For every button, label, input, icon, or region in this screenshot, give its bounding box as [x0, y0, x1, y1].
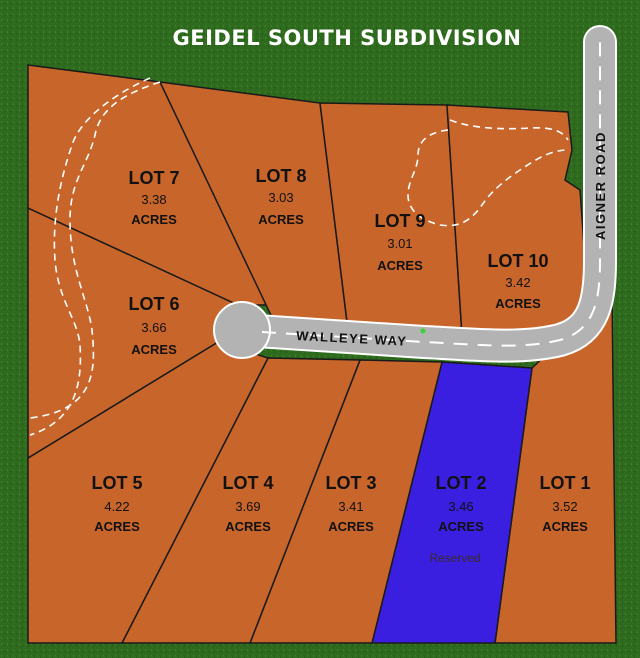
cul-de-sac — [213, 301, 271, 359]
lot-acreage: 3.46 — [448, 499, 473, 514]
lot-7-label: LOT 7 3.38 ACRES — [128, 168, 179, 227]
lot-acreage-unit: ACRES — [225, 519, 271, 534]
lot-6-easement-line — [29, 77, 151, 436]
lot-8-label: LOT 8 3.03 ACRES — [255, 166, 306, 227]
lot-acreage: 3.69 — [235, 499, 260, 514]
lot-7-easement-line — [29, 81, 161, 419]
lot-acreage: 3.42 — [505, 275, 530, 290]
road-centerline — [261, 42, 601, 347]
lot-acreage-unit: ACRES — [495, 296, 541, 311]
lot-name: LOT 1 — [539, 473, 590, 493]
lot-name: LOT 8 — [255, 166, 306, 186]
lot-acreage-unit: ACRES — [438, 519, 484, 534]
lot-10-label: LOT 10 3.42 ACRES — [487, 251, 548, 311]
survey-marker — [420, 328, 426, 334]
lot-4-label: LOT 4 3.69 ACRES — [222, 473, 273, 534]
lot-name: LOT 9 — [374, 211, 425, 231]
lot-5-label: LOT 5 4.22 ACRES — [91, 473, 142, 534]
lot-7-parcel[interactable] — [27, 64, 280, 306]
walleye-way-label: WALLEYE WAY — [296, 328, 408, 349]
lot-name: LOT 7 — [128, 168, 179, 188]
lot-acreage-unit: ACRES — [94, 519, 140, 534]
aigner-road-label: AIGNER ROAD — [593, 131, 608, 240]
lot-acreage: 3.52 — [552, 499, 577, 514]
lot-acreage-unit: ACRES — [542, 519, 588, 534]
lot-9-easement-line — [407, 129, 569, 227]
lot-name: LOT 3 — [325, 473, 376, 493]
map-title: GEIDEL SOUTH SUBDIVISION — [173, 26, 522, 50]
lot-acreage: 3.03 — [268, 190, 293, 205]
lot-acreage-unit: ACRES — [328, 519, 374, 534]
lot-name: LOT 4 — [222, 473, 273, 493]
lot-1-label: LOT 1 3.52 ACRES — [539, 473, 590, 534]
lot-2-label: LOT 2 3.46 ACRES Reserved — [429, 473, 486, 565]
lot-acreage: 3.38 — [141, 192, 166, 207]
lot-name: LOT 5 — [91, 473, 142, 493]
lot-acreage: 3.41 — [338, 499, 363, 514]
lot-acreage-unit: ACRES — [131, 342, 177, 357]
lot-acreage: 3.01 — [387, 236, 412, 251]
lot-acreage-unit: ACRES — [258, 212, 304, 227]
lot-acreage: 3.66 — [141, 320, 166, 335]
lot-name: LOT 10 — [487, 251, 548, 271]
lot-6-label: LOT 6 3.66 ACRES — [128, 294, 179, 357]
lot-3-label: LOT 3 3.41 ACRES — [325, 473, 376, 534]
lot-reserved-note: Reserved — [429, 551, 480, 565]
lot-9-label: LOT 9 3.01 ACRES — [374, 211, 425, 273]
lot-acreage-unit: ACRES — [131, 212, 177, 227]
lot-name: LOT 2 — [435, 473, 486, 493]
lot-name: LOT 6 — [128, 294, 179, 314]
lot-10-easement-line — [449, 119, 569, 141]
lot-acreage: 4.22 — [104, 499, 129, 514]
lot-acreage-unit: ACRES — [377, 258, 423, 273]
